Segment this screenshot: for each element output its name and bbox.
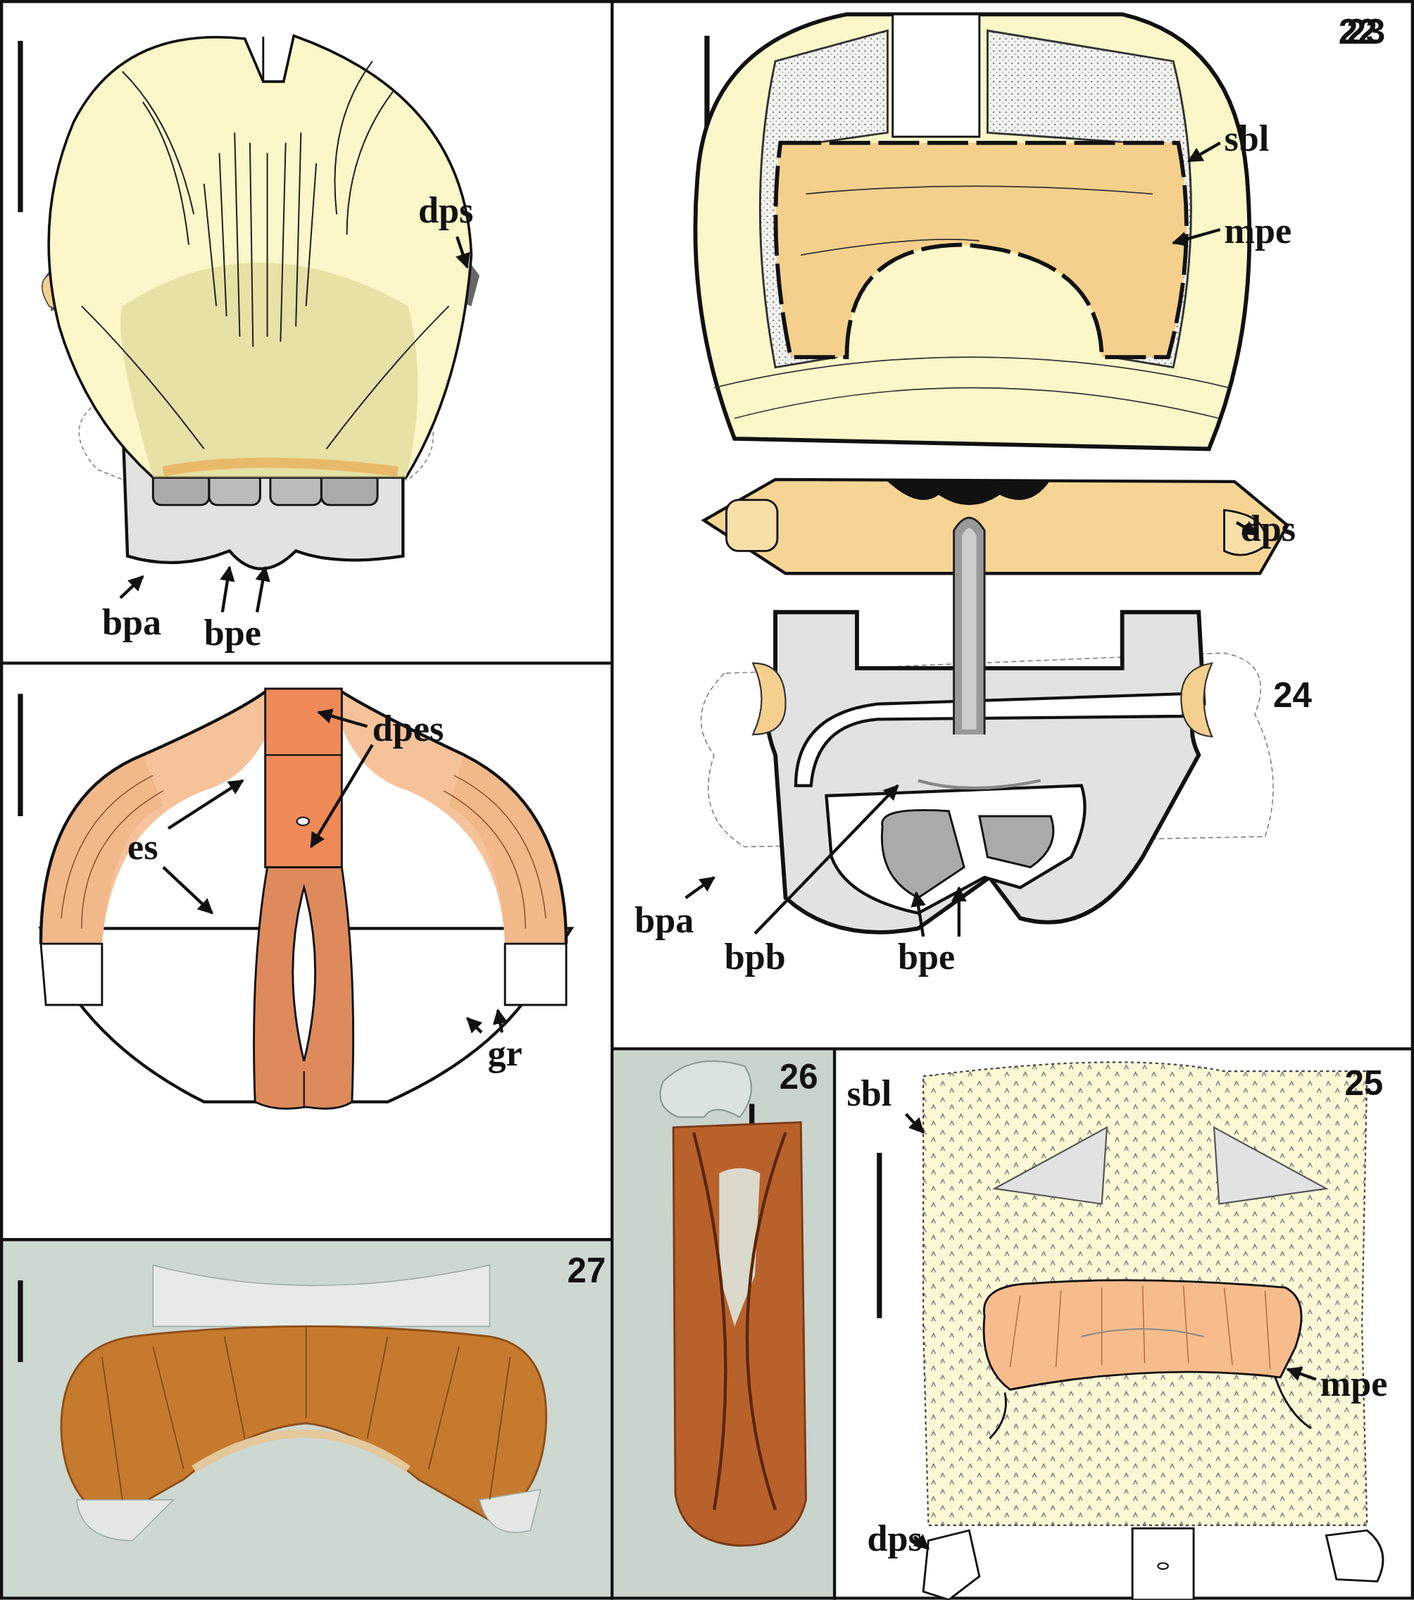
part-label: dps bbox=[866, 1520, 922, 1557]
part-label: bpe bbox=[204, 614, 262, 651]
panel-number: 26 bbox=[779, 1059, 819, 1094]
panel-number: 24 bbox=[1273, 677, 1312, 712]
part-label: dps bbox=[418, 191, 474, 229]
part-label: mpe bbox=[1320, 1364, 1388, 1402]
panel-number: 23 bbox=[1346, 14, 1386, 49]
panel-number: 27 bbox=[567, 1252, 607, 1288]
part-label: bpa bbox=[634, 902, 694, 939]
part-label: gr bbox=[487, 1034, 523, 1072]
part-label: mpe bbox=[1224, 211, 1293, 249]
part-label: bpb bbox=[724, 938, 786, 976]
part-label: sbl bbox=[1224, 120, 1270, 158]
part-label: dpes bbox=[372, 709, 444, 747]
part-label: es bbox=[127, 828, 158, 865]
part-label: bpa bbox=[102, 604, 162, 641]
part-label: sbl bbox=[846, 1075, 892, 1112]
part-label: dps bbox=[1240, 509, 1296, 547]
panel-number: 25 bbox=[1344, 1065, 1384, 1100]
part-label: bpe bbox=[897, 938, 955, 976]
